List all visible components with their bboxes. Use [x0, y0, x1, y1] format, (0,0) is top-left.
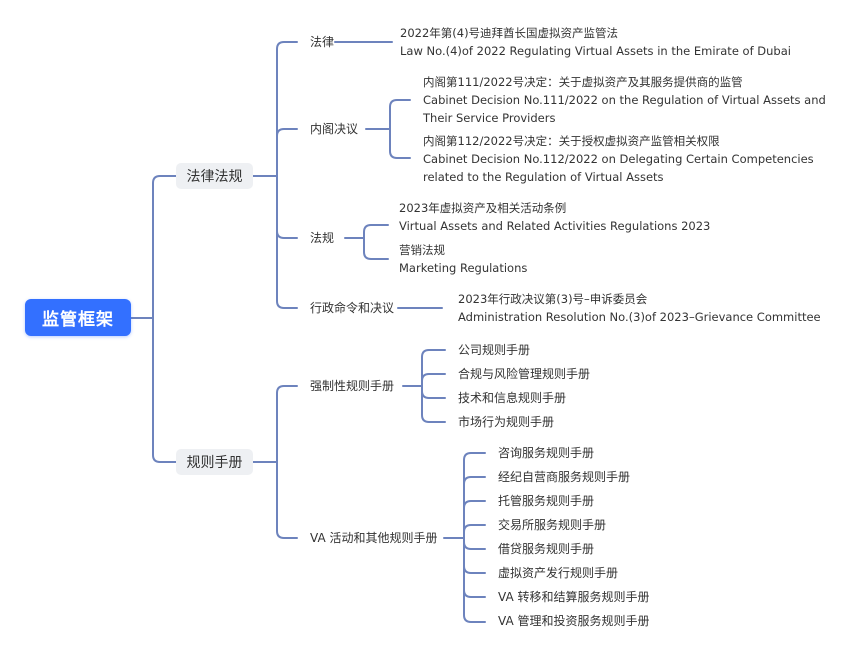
node-admin-resolutions[interactable]: 行政命令和决议	[310, 301, 395, 315]
leaf-cabinet-112[interactable]: 内阁第112/2022号决定：关于授权虚拟资产监管相关权限 Cabinet De…	[423, 132, 814, 186]
leaf-exchange-rulebook[interactable]: 交易所服务规则手册	[498, 518, 607, 532]
connector-mandatory-bracket	[421, 349, 446, 423]
node-mandatory-rulebooks[interactable]: 强制性规则手册	[310, 379, 395, 393]
leaf-broker-dealer-rulebook[interactable]: 经纪自营商服务规则手册	[498, 470, 631, 484]
connector-regs	[276, 230, 298, 239]
connector-va-7	[463, 589, 486, 598]
leaf-law-4-2022[interactable]: 2022年第(4)号迪拜酋长国虚拟资产监管法 Law No.(4)of 2022…	[400, 24, 791, 60]
node-regulations[interactable]: 法规	[310, 231, 335, 245]
connector-cabinet-bracket	[389, 99, 411, 159]
leaf-va-issuance-rulebook[interactable]: 虚拟资产发行规则手册	[498, 566, 619, 580]
leaf-market-conduct-rulebook[interactable]: 市场行为规则手册	[458, 415, 555, 429]
connector-trunk-main	[152, 175, 177, 463]
leaf-va-transfer-settlement-rulebook[interactable]: VA 转移和结算服务规则手册	[498, 590, 650, 604]
leaf-zh: 营销法规	[399, 243, 445, 257]
leaf-en-cont: Their Service Providers	[423, 111, 556, 125]
leaf-company-rulebook[interactable]: 公司规则手册	[458, 343, 531, 357]
connector-va-4	[463, 524, 486, 533]
connector-law-trunk	[276, 41, 298, 309]
leaf-marketing-regulations[interactable]: 营销法规 Marketing Regulations	[399, 241, 527, 277]
connector-va-3	[463, 500, 486, 509]
connector-va-2	[463, 476, 486, 485]
connector-rulebook-trunk	[276, 385, 298, 539]
leaf-zh: 2023年行政决议第(3)号–申诉委员会	[458, 292, 648, 306]
leaf-en-cont: related to the Regulation of Virtual Ass…	[423, 170, 664, 184]
leaf-en: Cabinet Decision No.111/2022 on the Regu…	[423, 93, 826, 107]
leaf-lending-rulebook[interactable]: 借贷服务规则手册	[498, 542, 595, 556]
leaf-advisory-rulebook[interactable]: 咨询服务规则手册	[498, 446, 595, 460]
connector-regs-bracket	[363, 224, 389, 260]
node-va-rulebooks[interactable]: VA 活动和其他规则手册	[310, 531, 438, 545]
node-legal-regulations[interactable]: 法律法规	[176, 163, 253, 189]
leaf-compliance-risk-rulebook[interactable]: 合规与风险管理规则手册	[458, 367, 591, 381]
leaf-en: Administration Resolution No.(3)of 2023–…	[458, 310, 821, 324]
connector-va-bracket	[463, 452, 486, 623]
leaf-custody-rulebook[interactable]: 托管服务规则手册	[498, 494, 595, 508]
leaf-en: Law No.(4)of 2022 Regulating Virtual Ass…	[400, 44, 791, 58]
leaf-zh: 内阁第111/2022号决定：关于虚拟资产及其服务提供商的监管	[423, 75, 743, 89]
connector-mandatory-3	[421, 390, 446, 399]
leaf-en: Marketing Regulations	[399, 261, 528, 275]
leaf-en: Cabinet Decision No.112/2022 on Delegati…	[423, 152, 814, 166]
leaf-va-management-investment-rulebook[interactable]: VA 管理和投资服务规则手册	[498, 614, 650, 628]
leaf-zh: 2022年第(4)号迪拜酋长国虚拟资产监管法	[400, 26, 619, 40]
leaf-zh: 内阁第112/2022号决定：关于授权虚拟资产监管相关权限	[423, 134, 720, 148]
node-cabinet-decisions[interactable]: 内阁决议	[310, 122, 359, 136]
leaf-technology-info-rulebook[interactable]: 技术和信息规则手册	[458, 391, 567, 405]
connector-va-6	[463, 565, 486, 574]
leaf-admin-resolution-3-2023[interactable]: 2023年行政决议第(3)号–申诉委员会 Administration Reso…	[458, 290, 821, 326]
root-node[interactable]: 监管框架	[25, 299, 131, 336]
connector-cabinet	[276, 128, 298, 137]
leaf-cabinet-111[interactable]: 内阁第111/2022号决定：关于虚拟资产及其服务提供商的监管 Cabinet …	[423, 73, 826, 127]
node-rulebooks[interactable]: 规则手册	[176, 449, 253, 475]
node-law[interactable]: 法律	[310, 35, 335, 49]
leaf-en: Virtual Assets and Related Activities Re…	[399, 219, 711, 233]
leaf-va-regulations-2023[interactable]: 2023年虚拟资产及相关活动条例 Virtual Assets and Rela…	[399, 199, 710, 235]
leaf-zh: 2023年虚拟资产及相关活动条例	[399, 201, 567, 215]
connector-va-5	[463, 541, 486, 550]
connector-mandatory-2	[421, 373, 446, 382]
